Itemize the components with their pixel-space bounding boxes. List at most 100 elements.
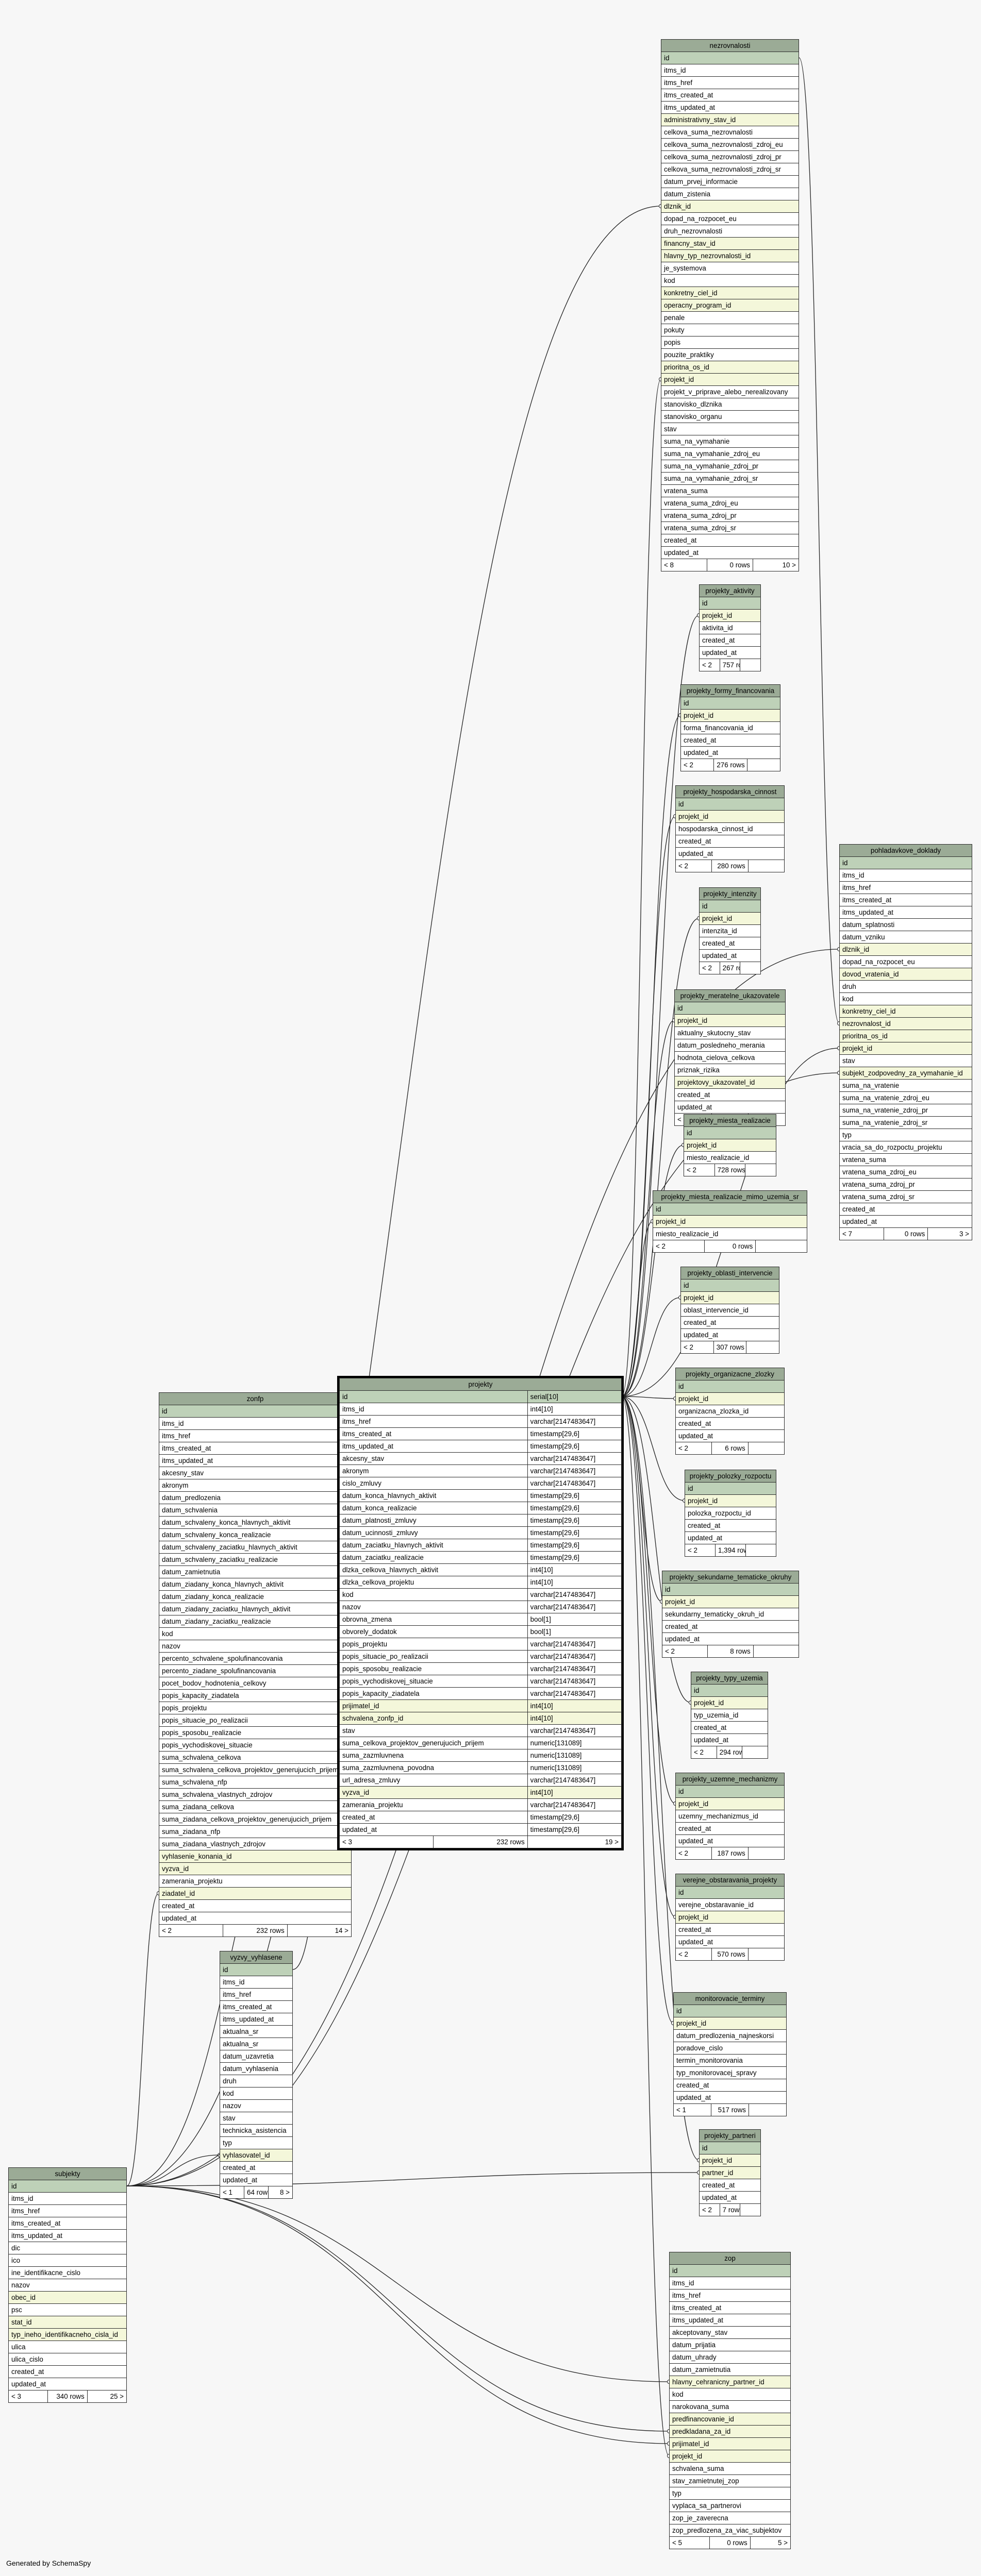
column-row[interactable]: typ xyxy=(220,2136,293,2149)
table-title[interactable]: monitorovacie_terminy xyxy=(673,1992,787,2005)
column-row[interactable]: suma_ziadana_vlastnych_zdrojov xyxy=(159,1838,352,1850)
column-row[interactable]: suma_na_vratenie_zdroj_eu xyxy=(839,1091,972,1104)
column-row[interactable]: updated_at xyxy=(675,1834,785,1847)
column-row[interactable]: datum_schvaleny_zaciatku_hlavnych_aktivi… xyxy=(159,1541,352,1554)
column-row[interactable]: suma_na_vymahanie_zdroj_sr xyxy=(661,472,799,485)
column-row[interactable]: updated_at xyxy=(675,1935,785,1948)
column-row[interactable]: stav xyxy=(839,1054,972,1067)
column-row[interactable]: updated_at xyxy=(691,1733,768,1746)
column-row[interactable]: predfinancovanie_id xyxy=(669,2413,791,2426)
column-row[interactable]: datum_ziadany_zaciatku_hlavnych_aktivit xyxy=(159,1603,352,1615)
column-row[interactable]: projekt_id xyxy=(669,2450,791,2463)
table-title[interactable]: projekty_miesta_realizacie_mimo_uzemia_s… xyxy=(653,1190,807,1203)
column-row[interactable]: projekt_id xyxy=(685,1494,776,1507)
column-row[interactable]: suma_celkova_projektov_generujucich_prij… xyxy=(339,1737,622,1749)
column-row[interactable]: id xyxy=(675,1886,785,1899)
column-row[interactable]: miesto_realizacie_id xyxy=(653,1227,807,1240)
column-row[interactable]: partner_id xyxy=(699,2166,761,2179)
column-row[interactable]: created_at xyxy=(699,937,761,950)
column-row[interactable]: aktualna_sr xyxy=(220,2025,293,2038)
column-row[interactable]: itms_href xyxy=(839,881,972,894)
column-row[interactable]: popis_projektu xyxy=(159,1702,352,1714)
column-row[interactable]: id xyxy=(159,1405,352,1418)
table-title[interactable]: projekty_aktivity xyxy=(699,584,761,597)
column-row[interactable]: vratena_suma_zdroj_pr xyxy=(661,509,799,522)
column-row[interactable]: updated_at xyxy=(220,2174,293,2186)
column-row[interactable]: konkretny_ciel_id xyxy=(839,1005,972,1018)
column-row[interactable]: sekundarny_tematicky_okruh_id xyxy=(662,1608,799,1621)
column-row[interactable]: datum_predlozenia xyxy=(159,1491,352,1504)
column-row[interactable]: stat_id xyxy=(8,2316,127,2329)
column-row[interactable]: typ_monitorovacej_spravy xyxy=(673,2066,787,2079)
column-row[interactable]: projekt_id xyxy=(699,2154,761,2167)
column-row[interactable]: itms_updated_at xyxy=(839,906,972,919)
column-row[interactable]: hlavny_typ_nezrovnalosti_id xyxy=(661,249,799,262)
column-row[interactable]: id xyxy=(699,597,761,610)
column-row[interactable]: popis xyxy=(661,336,799,349)
column-row[interactable]: hlavny_cehranicny_partner_id xyxy=(669,2376,791,2388)
column-row[interactable]: celkova_suma_nezrovnalosti xyxy=(661,126,799,139)
column-row[interactable]: suma_na_vymahanie xyxy=(661,435,799,448)
column-row[interactable]: id xyxy=(680,697,780,710)
column-row[interactable]: itms_id xyxy=(669,2277,791,2289)
column-row[interactable]: itms_href xyxy=(159,1429,352,1442)
column-row[interactable]: vratena_suma xyxy=(661,484,799,497)
column-row[interactable]: nazov xyxy=(159,1640,352,1653)
column-row[interactable]: itms_href xyxy=(661,76,799,89)
column-row[interactable]: id xyxy=(839,856,972,869)
column-row[interactable]: projekt_id xyxy=(673,2017,787,2030)
column-row[interactable]: technicka_asistencia xyxy=(220,2124,293,2137)
column-row[interactable]: datum_uzavretia xyxy=(220,2050,293,2063)
column-row[interactable]: vratena_suma_zdroj_eu xyxy=(839,1166,972,1178)
column-row[interactable]: id xyxy=(675,798,785,811)
table-title[interactable]: projekty_typy_uzemia xyxy=(691,1672,768,1685)
column-row[interactable]: ine_identifikacne_cislo xyxy=(8,2266,127,2279)
column-row[interactable]: itms_created_at xyxy=(8,2217,127,2230)
column-row[interactable]: typ_ineho_identifikacneho_cisla_id xyxy=(8,2328,127,2341)
column-row[interactable]: vratena_suma_zdroj_sr xyxy=(839,1190,972,1203)
column-row[interactable]: vyhlasovatel_id xyxy=(220,2149,293,2162)
column-row[interactable]: updated_at xyxy=(680,1328,779,1341)
column-row[interactable]: updated_at xyxy=(662,1632,799,1645)
column-row[interactable]: id xyxy=(699,900,761,913)
column-row[interactable]: akronym xyxy=(159,1479,352,1492)
column-row[interactable]: datum_ziadany_konca_realizacie xyxy=(159,1590,352,1603)
column-row[interactable]: created_at xyxy=(220,2161,293,2174)
column-row[interactable]: suma_na_vratenie xyxy=(839,1079,972,1092)
column-row[interactable]: id xyxy=(220,1963,293,1976)
column-row[interactable]: miesto_realizacie_id xyxy=(684,1151,776,1164)
column-row[interactable]: updated_at xyxy=(839,1215,972,1228)
column-row[interactable]: id xyxy=(684,1126,776,1139)
column-row[interactable]: datum_ziadany_konca_hlavnych_aktivit xyxy=(159,1578,352,1591)
table-title[interactable]: projekty_sekundarne_tematicke_okruhy xyxy=(662,1571,799,1584)
column-row[interactable]: datum_splatnosti xyxy=(839,918,972,931)
column-row[interactable]: vratena_suma_zdroj_sr xyxy=(661,521,799,534)
column-row[interactable]: popis_vychodiskovej_situacie xyxy=(159,1739,352,1752)
column-row[interactable]: celkova_suma_nezrovnalosti_zdroj_pr xyxy=(661,150,799,163)
column-row[interactable]: id xyxy=(685,1482,776,1495)
column-row[interactable]: financny_stav_id xyxy=(661,237,799,250)
column-row[interactable]: pocet_bodov_hodnotenia_celkovy xyxy=(159,1677,352,1690)
column-row[interactable]: projekt_v_priprave_alebo_nerealizovany xyxy=(661,385,799,398)
column-row[interactable]: id xyxy=(673,2005,787,2017)
column-row[interactable]: zamerania_projektu xyxy=(159,1875,352,1888)
column-row[interactable]: suma_na_vratenie_zdroj_pr xyxy=(839,1104,972,1117)
table-title[interactable]: projekty xyxy=(339,1378,622,1391)
column-row[interactable]: vracia_sa_do_rozpoctu_projektu xyxy=(839,1141,972,1154)
column-row[interactable]: itms_id xyxy=(220,1976,293,1989)
column-row[interactable]: itms_id xyxy=(661,64,799,77)
